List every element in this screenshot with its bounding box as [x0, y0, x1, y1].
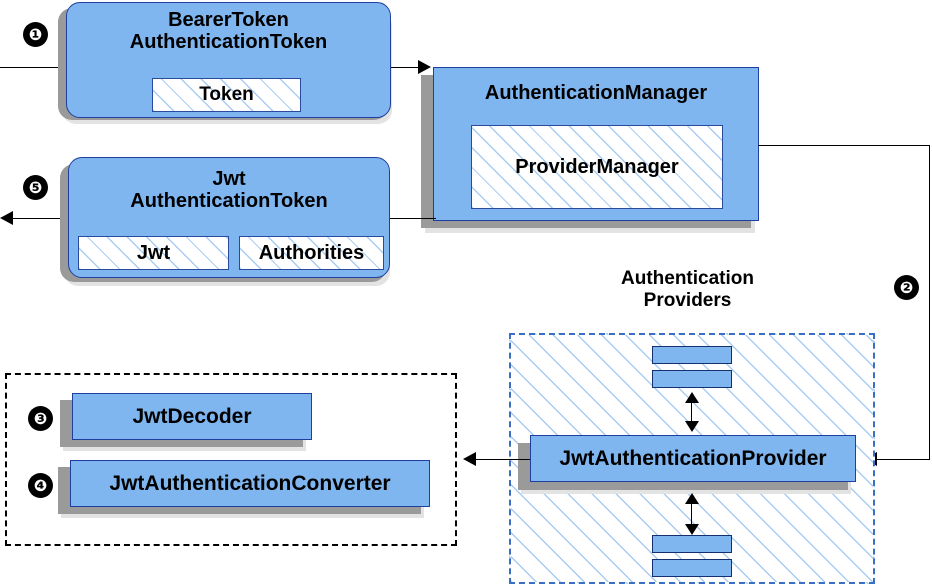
step-marker-5: ❺ [23, 175, 48, 200]
connector-response-out [12, 218, 70, 219]
jwt-authentication-converter-box[interactable]: JwtAuthenticationConverter [70, 460, 430, 507]
jwt-token-slot-authorities-label: Authorities [258, 241, 365, 264]
jwt-authentication-converter-label: JwtAuthenticationConverter [109, 471, 391, 495]
connector-bearer-to-manager [391, 67, 423, 68]
connector-response-out-arrowhead [0, 211, 13, 225]
step-marker-3: ❸ [28, 406, 53, 431]
providers-zone-title-line1: Authentication [621, 268, 754, 289]
providers-zone-title-line2: Providers [643, 290, 732, 312]
connector-provider-top-arrowhead-down [685, 421, 699, 432]
step-marker-4: ❹ [28, 473, 53, 498]
provider-manager-slot: ProviderManager [471, 125, 723, 209]
provider-placeholder-bar-top-2 [652, 370, 732, 388]
jwt-decoder-label: JwtDecoder [132, 404, 252, 428]
connector-provider-up-down-top [691, 396, 692, 426]
connector-bearer-to-manager-arrowhead [418, 60, 431, 74]
authentication-manager-title: AuthenticationManager [484, 82, 708, 104]
connector-manager-to-provider-vertical [929, 145, 930, 460]
connector-manager-to-provider-top [758, 145, 930, 146]
jwt-token-slot-authorities: Authorities [239, 236, 384, 270]
bearer-token-title-line1: BearerToken [168, 9, 289, 31]
jwt-decoder-box[interactable]: JwtDecoder [72, 393, 312, 440]
authentication-manager-box[interactable]: AuthenticationManager ProviderManager [433, 67, 759, 221]
bearer-token-slot-label: Token [199, 84, 254, 106]
jwt-authentication-token-box[interactable]: Jwt AuthenticationToken Jwt Authorities [68, 157, 390, 278]
jwt-authentication-provider-box[interactable]: JwtAuthenticationProvider [530, 435, 856, 482]
connector-manager-to-provider-bottom [876, 459, 930, 460]
jwt-authentication-provider-label: JwtAuthenticationProvider [559, 446, 827, 470]
connector-provider-up-down-bottom [691, 497, 692, 529]
provider-placeholder-bar-bottom-2 [652, 559, 732, 577]
connector-provider-to-support [475, 459, 530, 460]
step-marker-1: ❶ [23, 22, 48, 47]
bearer-token-slot: Token [152, 78, 301, 112]
connector-manager-to-jwt-token [388, 218, 436, 219]
provider-placeholder-bar-bottom-1 [652, 535, 732, 553]
jwt-token-title-line1: Jwt [212, 168, 246, 190]
connector-provider-bottom-arrowhead-down [685, 524, 699, 535]
provider-manager-slot-label: ProviderManager [515, 155, 679, 178]
jwt-token-title-line2: AuthenticationToken [130, 190, 328, 213]
step-marker-2: ❷ [894, 275, 919, 300]
connector-provider-top-arrowhead-up [685, 392, 699, 403]
connector-request-in [0, 67, 68, 68]
providers-zone-title: Authentication Providers [560, 268, 815, 313]
jwt-support-group [5, 373, 457, 546]
bearer-token-title-line2: AuthenticationToken [129, 31, 328, 54]
connector-provider-to-support-arrowhead [463, 452, 476, 466]
connector-provider-bottom-arrowhead-up [685, 493, 699, 504]
jwt-token-slot-jwt: Jwt [78, 236, 229, 270]
jwt-token-slot-jwt-label: Jwt [136, 241, 171, 264]
provider-placeholder-bar-top-1 [652, 346, 732, 364]
bearer-token-authentication-token-box[interactable]: BearerToken AuthenticationToken Token [66, 2, 391, 118]
